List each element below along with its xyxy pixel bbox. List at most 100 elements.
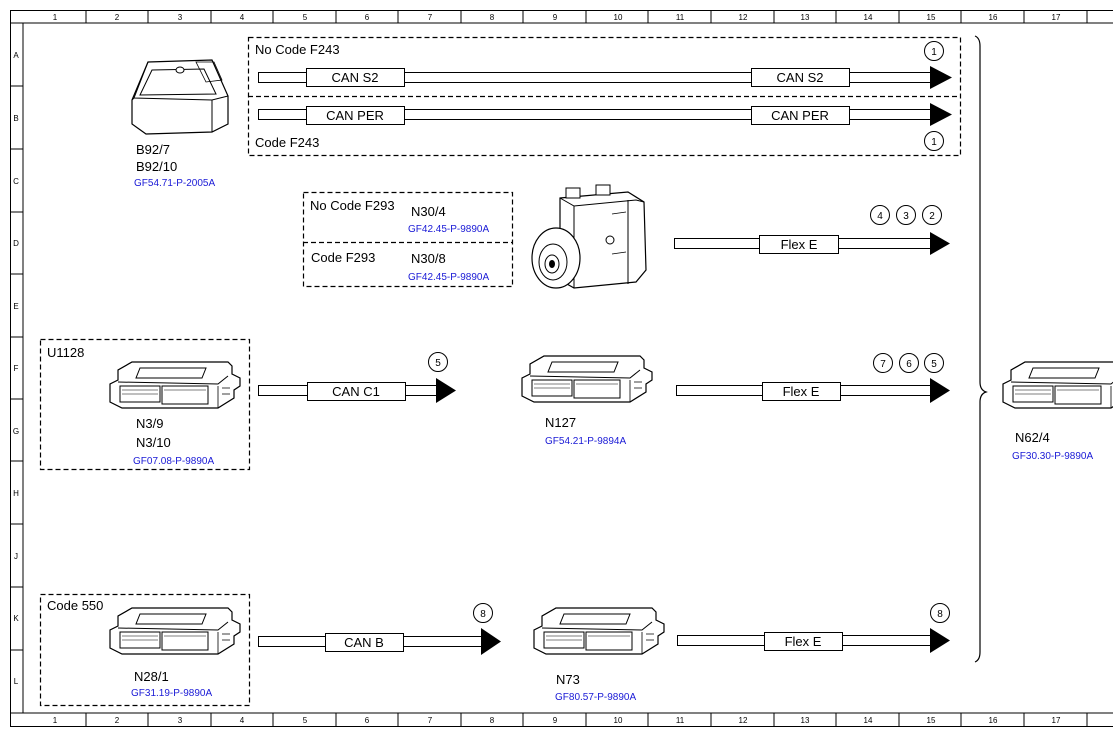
row-label: C <box>13 177 19 186</box>
group-label-code-550: Code 550 <box>47 598 103 613</box>
group-label-code-f293: Code F293 <box>311 250 375 265</box>
component-label-n3-9: N3/9 <box>136 416 163 431</box>
bus-flex-e-row-d: Flex E <box>674 232 950 255</box>
group-box-u1128 <box>39 338 251 471</box>
arrow-head-icon <box>930 232 950 255</box>
arrow-head-icon <box>930 628 950 653</box>
component-label-n30-8: N30/8 <box>411 251 446 266</box>
col-label: 15 <box>927 13 936 22</box>
bus-can-s2: CAN S2 CAN S2 <box>258 66 952 89</box>
col-label: 3 <box>178 13 183 22</box>
row-label: A <box>13 51 19 60</box>
component-label-b92-10: B92/10 <box>136 159 177 174</box>
arrow-head-icon <box>930 378 950 403</box>
reference-circle: 3 <box>896 205 916 225</box>
reference-circle: 8 <box>473 603 493 623</box>
arrow-head-icon <box>481 628 501 655</box>
col-label: 11 <box>676 716 685 725</box>
component-label-n3-10: N3/10 <box>136 435 171 450</box>
col-label: 4 <box>240 716 245 725</box>
arrow-head-icon <box>930 66 952 89</box>
doc-link-b92[interactable]: GF54.71-P-2005A <box>134 178 215 189</box>
col-label: 13 <box>801 716 810 725</box>
bus-label-can-b: CAN B <box>344 635 384 650</box>
bus-label-can-per-left: CAN PER <box>326 108 384 123</box>
bus-can-b: CAN B <box>258 628 501 655</box>
reference-circle: 6 <box>899 353 919 373</box>
col-label: 6 <box>365 13 370 22</box>
col-label: 2 <box>115 13 120 22</box>
row-label: K <box>13 614 19 623</box>
bus-label-flex-e: Flex E <box>783 384 820 399</box>
reference-circle: 5 <box>924 353 944 373</box>
col-label: 10 <box>614 716 623 725</box>
col-label: 8 <box>490 716 495 725</box>
doc-link-n62-4[interactable]: GF30.30-P-9890A <box>1012 451 1093 462</box>
n3-ecu-illustration <box>109 361 241 409</box>
component-label-n62-4: N62/4 <box>1015 430 1050 445</box>
b92-device-illustration <box>131 59 229 135</box>
reference-circle: 5 <box>428 352 448 372</box>
n62-4-ecu-illustration <box>1002 361 1113 409</box>
col-label: 4 <box>240 13 245 22</box>
arrow-head-icon <box>436 378 456 403</box>
col-label: 7 <box>428 716 433 725</box>
n28-1-ecu-illustration <box>109 607 241 655</box>
bus-label-can-per-right: CAN PER <box>771 108 829 123</box>
svg-text:1: 1 <box>931 137 937 148</box>
svg-text:5: 5 <box>931 359 937 370</box>
reference-circle: 7 <box>873 353 893 373</box>
col-label: 12 <box>739 716 748 725</box>
col-label: 17 <box>1052 13 1061 22</box>
svg-text:3: 3 <box>903 211 909 222</box>
component-label-n28-1: N28/1 <box>134 669 169 684</box>
bus-label-can-c1: CAN C1 <box>332 384 380 399</box>
component-label-n73: N73 <box>556 672 580 687</box>
svg-text:2: 2 <box>929 211 935 222</box>
col-label: 13 <box>801 13 810 22</box>
col-label: 14 <box>864 716 873 725</box>
svg-text:4: 4 <box>877 211 883 222</box>
svg-text:7: 7 <box>880 359 886 370</box>
doc-link-n127[interactable]: GF54.21-P-9894A <box>545 436 626 447</box>
row-label: D <box>13 239 19 248</box>
group-box-f293 <box>302 191 514 288</box>
group-label-u1128: U1128 <box>47 345 84 360</box>
row-label: H <box>13 489 19 498</box>
arrow-head-icon <box>930 103 952 126</box>
doc-link-n3[interactable]: GF07.08-P-9890A <box>133 456 214 467</box>
col-label: 3 <box>178 716 183 725</box>
col-label: 16 <box>989 13 998 22</box>
doc-link-n30-4[interactable]: GF42.45-P-9890A <box>408 224 489 235</box>
reference-circle: 4 <box>870 205 890 225</box>
svg-text:8: 8 <box>937 609 943 620</box>
group-label-no-code-f243: No Code F243 <box>255 42 340 57</box>
svg-text:5: 5 <box>435 358 441 369</box>
doc-link-n30-8[interactable]: GF42.45-P-9890A <box>408 272 489 283</box>
svg-text:6: 6 <box>906 359 912 370</box>
n127-ecu-illustration <box>521 355 653 403</box>
bus-can-per: CAN PER CAN PER <box>258 103 952 126</box>
n30-unit-illustration <box>531 184 647 289</box>
col-label: 12 <box>739 13 748 22</box>
row-label: L <box>14 677 19 686</box>
bus-flex-e-row-f: Flex E <box>676 378 950 403</box>
brace-bracket <box>974 35 988 663</box>
col-label: 14 <box>864 13 873 22</box>
doc-link-n73[interactable]: GF80.57-P-9890A <box>555 692 636 703</box>
group-box-code-550 <box>39 593 251 707</box>
col-label: 16 <box>989 716 998 725</box>
column-ruler <box>85 10 1088 727</box>
col-label: 10 <box>614 13 623 22</box>
group-label-code-f243: Code F243 <box>255 135 319 150</box>
svg-text:1: 1 <box>931 47 937 58</box>
n73-ecu-illustration <box>533 607 665 655</box>
row-label: B <box>13 114 18 123</box>
col-label: 1 <box>53 716 58 725</box>
col-label: 7 <box>428 13 433 22</box>
component-label-n30-4: N30/4 <box>411 204 446 219</box>
row-label: E <box>13 302 18 311</box>
doc-link-n28-1[interactable]: GF31.19-P-9890A <box>131 688 212 699</box>
col-label: 9 <box>553 716 558 725</box>
col-label: 17 <box>1052 716 1061 725</box>
